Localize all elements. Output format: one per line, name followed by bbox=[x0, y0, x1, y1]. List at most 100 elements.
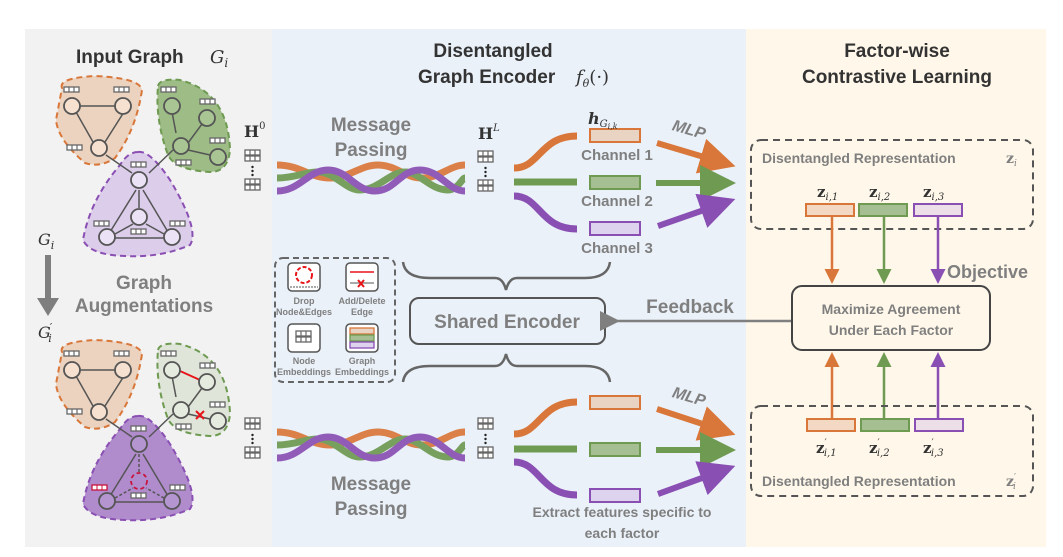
channel-3-box bbox=[589, 221, 641, 236]
strand-purple bbox=[276, 433, 466, 462]
z-top-box-3 bbox=[913, 203, 963, 217]
z-bottom-3: z′i,3 bbox=[923, 438, 944, 459]
hl-label: HL bbox=[478, 123, 500, 143]
mlp-label-top: MLP bbox=[670, 117, 707, 143]
graph-embeddings-icon bbox=[345, 323, 379, 353]
input-graph bbox=[54, 74, 232, 258]
channel-2-box bbox=[589, 175, 641, 190]
rep-bottom-label: Disentangled Representation bbox=[762, 473, 956, 489]
z-top-2: zi,2 bbox=[869, 183, 890, 203]
channel-3-label: Channel 3 bbox=[581, 240, 653, 257]
augmented-graph-label: G′i bbox=[38, 321, 53, 345]
added-edge bbox=[179, 370, 201, 381]
contrastive-title-line1: Factor-wise bbox=[844, 41, 950, 62]
drop-node-edges-icon bbox=[287, 262, 321, 292]
z-top-box-1 bbox=[805, 203, 855, 217]
legend-adddel-line1: Add/Delete bbox=[338, 296, 385, 306]
objective-arrows-down bbox=[824, 216, 946, 284]
augmentation-label-line2: Augmentations bbox=[75, 296, 213, 317]
z-top-3: zi,3 bbox=[923, 183, 944, 203]
z-bottom-2: z′i,2 bbox=[869, 438, 890, 459]
augmented-graph bbox=[54, 338, 232, 522]
arrow-top-label: Gi bbox=[38, 230, 54, 252]
h-graph-label: hGi,k bbox=[588, 109, 618, 131]
z-top-1: zi,1 bbox=[817, 183, 838, 203]
legend-drop-line1: Drop bbox=[294, 296, 315, 306]
message-passing-bottom-line2: Passing bbox=[335, 499, 408, 520]
augmentation-label-line1: Graph bbox=[116, 273, 172, 294]
z-bottom-1: z′i,1 bbox=[816, 438, 837, 459]
rep-top-label: Disentangled Representation bbox=[762, 150, 956, 166]
aug-channel-2-box bbox=[589, 442, 641, 457]
feedback-label: Feedback bbox=[646, 297, 734, 318]
contrastive-title-line2: Contrastive Learning bbox=[802, 67, 992, 88]
mlp-arrows-bottom bbox=[656, 406, 736, 497]
node-embeddings-icon bbox=[287, 323, 321, 353]
legend-graph-line2: Embeddings bbox=[335, 367, 389, 377]
h0-label: H0 bbox=[244, 121, 266, 141]
mlp-label-bottom: MLP bbox=[670, 384, 707, 410]
h0-aug-embedding-stack bbox=[245, 418, 260, 458]
channel-2-label: Channel 2 bbox=[581, 193, 653, 210]
z-top-box-2 bbox=[858, 203, 908, 217]
objective-label: Objective bbox=[947, 262, 1028, 282]
left-title: Input Graph Gi bbox=[76, 47, 228, 70]
legend-drop-line2: Node&Edges bbox=[276, 307, 332, 317]
brace-bottom bbox=[401, 353, 612, 383]
hl-aug-embedding-stack bbox=[478, 418, 493, 458]
extract-features-line1: Extract features specific to bbox=[533, 504, 712, 520]
message-passing-braid-top bbox=[276, 161, 467, 195]
channel-split-bottom bbox=[513, 398, 578, 499]
encoder-title-line2: Graph Encoder bbox=[418, 67, 556, 88]
message-passing-top-line1: Message bbox=[331, 115, 411, 136]
channel-boxes-top bbox=[589, 128, 641, 236]
shared-encoder-label: Shared Encoder bbox=[434, 312, 580, 333]
aug-channel-3-box bbox=[589, 488, 641, 503]
brace-top bbox=[401, 261, 612, 291]
z-bottom-box-1 bbox=[806, 418, 856, 432]
augmentation-arrow-shaft bbox=[45, 255, 51, 299]
deleted-edge-x-icon bbox=[195, 410, 205, 420]
z-bottom-boxes bbox=[806, 418, 964, 432]
message-passing-bottom-line1: Message bbox=[331, 474, 411, 495]
encoder-title-math: fθ(·) bbox=[574, 67, 609, 90]
add-delete-edge-icon bbox=[345, 262, 379, 292]
mlp-arrows-top bbox=[656, 138, 736, 229]
channel-boxes-bottom bbox=[589, 395, 641, 503]
h0-embedding-stack bbox=[245, 150, 260, 190]
legend-node-line2: Embeddings bbox=[277, 367, 331, 377]
rep-bottom-math: z′i bbox=[1006, 473, 1016, 492]
z-bottom-box-3 bbox=[914, 418, 964, 432]
channel-1-box bbox=[589, 128, 641, 143]
extract-features-line2: each factor bbox=[585, 525, 660, 541]
rep-top-box bbox=[750, 139, 1034, 230]
channel-1-label: Channel 1 bbox=[581, 147, 653, 164]
z-top-labels: zi,1 zi,2 zi,3 bbox=[817, 183, 944, 203]
input-graph-title: Input Graph bbox=[76, 47, 184, 68]
legend-node-line1: Node bbox=[293, 356, 316, 366]
strand-purple bbox=[276, 166, 466, 195]
legend: Drop Node&Edges Add/Delete Edge Node Emb… bbox=[274, 257, 396, 383]
agreement-line2: Under Each Factor bbox=[829, 322, 954, 338]
aug-channel-1-box bbox=[589, 395, 641, 410]
legend-border bbox=[274, 257, 396, 383]
legend-graph-line1: Graph bbox=[349, 356, 376, 366]
dropped-node bbox=[130, 472, 148, 490]
message-passing-braid-bottom bbox=[276, 428, 467, 462]
z-bottom-box-2 bbox=[860, 418, 910, 432]
channel-split-top bbox=[513, 132, 578, 233]
hl-embedding-stack bbox=[478, 151, 493, 191]
objective-arrows-up bbox=[824, 352, 946, 418]
agreement-line1: Maximize Agreement bbox=[822, 301, 961, 317]
encoder-title-line1: Disentangled bbox=[433, 41, 552, 62]
rep-bottom-box bbox=[750, 405, 1034, 497]
dropped-node-embedding bbox=[91, 484, 108, 491]
maximize-agreement-box bbox=[791, 285, 991, 351]
input-graph-math: Gi bbox=[210, 47, 228, 70]
rep-top-math: zi bbox=[1006, 151, 1017, 169]
z-bottom-labels: z′i,1 z′i,2 z′i,3 bbox=[816, 438, 944, 459]
legend-adddel-line2: Edge bbox=[351, 307, 373, 317]
message-passing-top-line2: Passing bbox=[335, 140, 408, 161]
z-top-boxes bbox=[805, 203, 963, 217]
